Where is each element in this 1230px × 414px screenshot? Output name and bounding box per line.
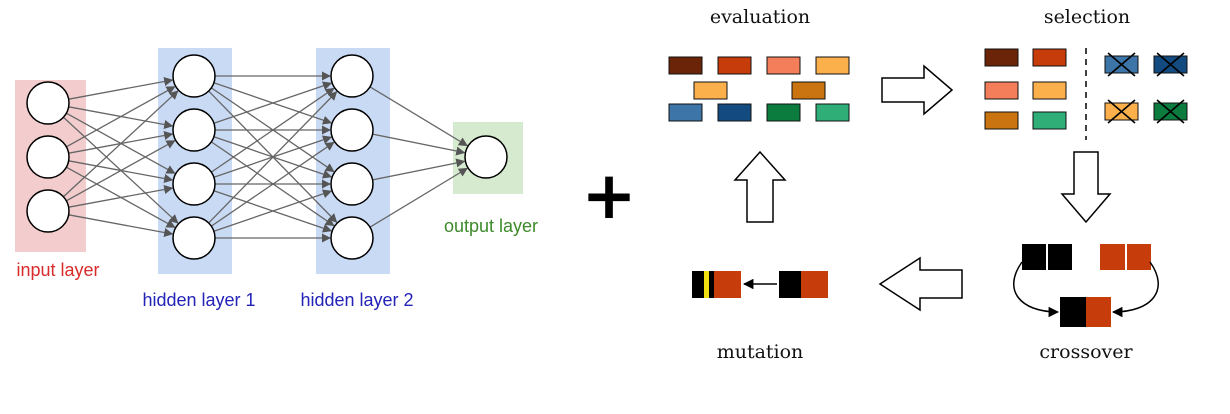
mutated-gene-point <box>704 271 709 298</box>
parent-2-gene-a <box>1100 244 1125 270</box>
evaluation-population <box>668 56 850 122</box>
selected-chromosome-2-1 <box>1032 111 1067 130</box>
crossover-label: crossover <box>1039 341 1133 363</box>
selected-chromosome-0-0 <box>984 48 1019 67</box>
selected-population <box>984 48 1067 130</box>
selection-label: selection <box>1044 6 1130 28</box>
rejected-cross-icon-1-1 <box>1156 99 1185 124</box>
hidden1-node-2 <box>172 162 216 206</box>
selected-chromosome-1-1 <box>1032 81 1067 100</box>
evaluation-chromosome-0-1 <box>717 56 752 75</box>
rejected-cross-icon-0-1 <box>1156 52 1185 77</box>
mutated-gene-b <box>714 271 741 298</box>
input-layer-label: input layer <box>16 260 99 280</box>
pre-mutation-gene-b <box>801 271 828 298</box>
hidden1-node-0 <box>172 54 216 98</box>
parent-2-gene-b <box>1127 244 1151 270</box>
evaluation-chromosome-0-3 <box>815 56 850 75</box>
parent-1-gene-b <box>1048 244 1072 270</box>
nn-edge-hidden1-2-to-hidden2-0 <box>210 87 335 173</box>
down-arrow-icon <box>1060 151 1112 224</box>
pre-mutation-gene-a <box>779 271 801 298</box>
nn-edge-hidden2-0-to-output-0 <box>369 86 468 147</box>
nn-edge-hidden2-1-to-output-0 <box>372 133 466 156</box>
up-arrow-icon <box>733 150 787 223</box>
nn-edge-input-2-to-hidden1-0 <box>62 90 179 198</box>
selected-chromosome-2-0 <box>984 111 1019 130</box>
hidden1-node-1 <box>172 108 216 152</box>
nn-edge-hidden1-3-to-hidden2-1 <box>210 141 335 227</box>
nn-edge-hidden2-3-to-output-0 <box>369 167 468 228</box>
evaluation-chromosome-1-0 <box>693 81 728 100</box>
plus-sign: + <box>581 157 636 234</box>
nn-edge-input-2-to-hidden1-1 <box>66 140 176 202</box>
output-layer-label: output layer <box>444 216 538 236</box>
evaluation-chromosome-2-2 <box>766 103 801 122</box>
evaluation-chromosome-2-0 <box>668 103 703 122</box>
crossover-left-curve <box>1013 261 1060 318</box>
rejected-cross-icon-1-0 <box>1107 99 1136 124</box>
evaluation-label: evaluation <box>710 6 810 28</box>
input-node-1 <box>26 135 70 179</box>
selected-chromosome-0-1 <box>1032 48 1067 67</box>
neural-network: input layer hidden layer 1 hidden layer … <box>15 48 538 310</box>
nn-edge-input-2-to-hidden1-2 <box>68 185 174 208</box>
evaluation-chromosome-1-1 <box>791 81 826 100</box>
mutation-group <box>692 271 828 298</box>
genetic-algorithm: evaluation selection crossover mutation <box>668 6 1188 363</box>
crossover-right-curve <box>1111 261 1159 318</box>
rejected-cross-icon-0-0 <box>1107 52 1136 77</box>
parent-1-gene-a <box>1022 244 1046 270</box>
hidden1-node-3 <box>172 216 216 260</box>
nn-edge-input-0-to-hidden1-0 <box>68 77 174 100</box>
hidden2-node-1 <box>330 108 374 152</box>
mutation-label: mutation <box>717 341 804 363</box>
child-gene-a <box>1060 297 1086 327</box>
nn-edge-hidden1-3-to-hidden2-2 <box>213 189 333 232</box>
nn-edge-input-2-to-hidden1-3 <box>68 214 174 237</box>
selected-chromosome-1-0 <box>984 81 1019 100</box>
nn-edge-input-1-to-hidden1-0 <box>66 86 176 148</box>
hidden2-node-2 <box>330 162 374 206</box>
mutated-gene-a <box>692 271 714 298</box>
child-gene-b <box>1086 297 1111 327</box>
nn-edge-hidden1-3-to-hidden2-0 <box>208 91 338 224</box>
evaluation-chromosome-0-0 <box>668 56 703 75</box>
nn-connections <box>62 71 468 243</box>
nn-edge-hidden2-2-to-output-0 <box>372 158 466 181</box>
left-arrow-icon <box>878 256 963 312</box>
crossover-group <box>1013 244 1159 327</box>
input-node-0 <box>26 81 70 125</box>
hidden2-node-0 <box>330 54 374 98</box>
evaluation-chromosome-0-2 <box>766 56 801 75</box>
nn-nodes <box>26 54 508 260</box>
hidden-layer-2-label: hidden layer 2 <box>300 290 413 310</box>
evaluation-chromosome-2-1 <box>717 103 752 122</box>
right-arrow-icon <box>881 64 954 116</box>
nn-edge-hidden1-1-to-hidden2-0 <box>213 81 333 124</box>
output-node-0 <box>464 135 508 179</box>
input-node-2 <box>26 189 70 233</box>
hidden-layer-1-label: hidden layer 1 <box>142 290 255 310</box>
evaluation-chromosome-2-3 <box>815 103 850 122</box>
hidden2-node-3 <box>330 216 374 260</box>
rejected-population <box>1104 52 1188 124</box>
